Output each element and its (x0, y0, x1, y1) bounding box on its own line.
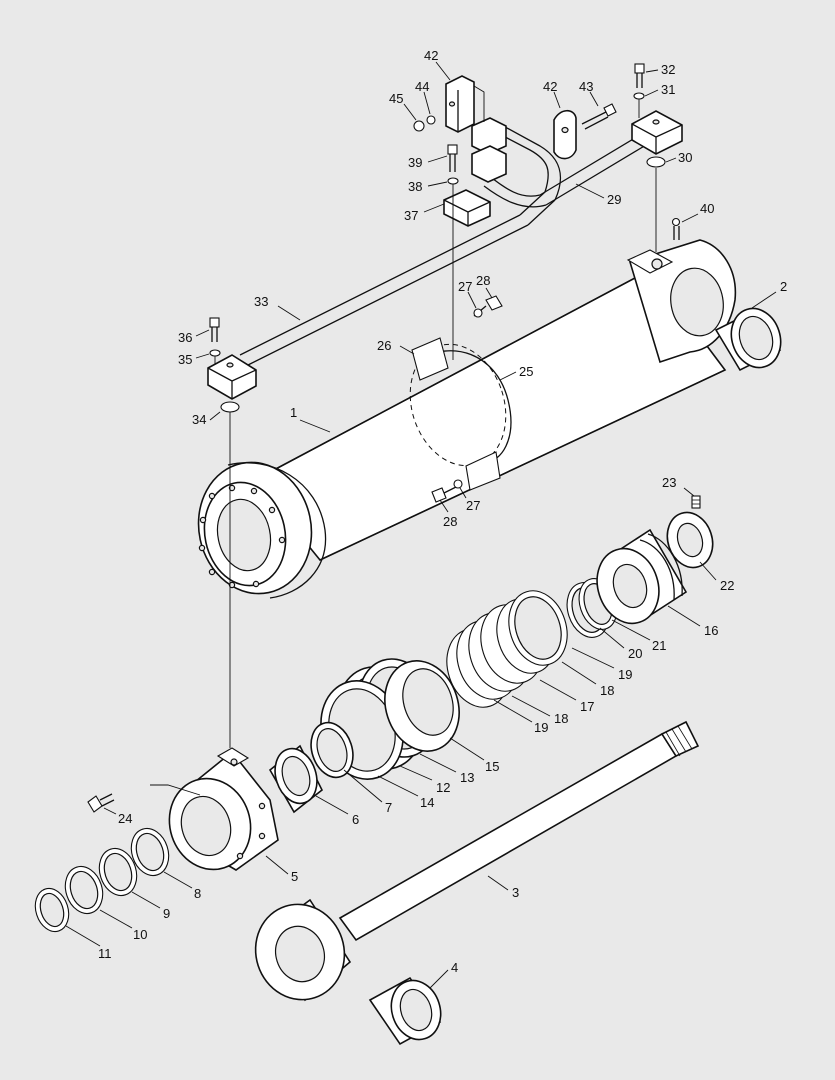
callout-16: 16 (704, 623, 718, 638)
bushing-4 (368, 976, 442, 1046)
bolt-39 (447, 144, 458, 172)
pipe-33 (239, 121, 562, 367)
callout-19-upper: 19 (618, 667, 632, 682)
callout-39: 39 (408, 155, 422, 170)
set-screw-23 (691, 495, 701, 509)
callout-26: 26 (377, 338, 391, 353)
flange-block-left (207, 354, 257, 400)
callout-13: 13 (460, 770, 474, 785)
callout-43: 43 (579, 79, 593, 94)
callout-32: 32 (661, 62, 675, 77)
washer-38 (447, 177, 459, 185)
piston-16 (596, 528, 688, 625)
callout-17: 17 (580, 699, 594, 714)
callout-42-left: 42 (424, 48, 438, 63)
callout-2: 2 (780, 279, 787, 294)
washer-35 (209, 349, 221, 357)
callout-36: 36 (178, 330, 192, 345)
alignment-lines (150, 85, 657, 796)
cylinder-head-5 (168, 747, 279, 871)
ring-7 (310, 721, 354, 779)
callout-44: 44 (415, 79, 429, 94)
callout-10: 10 (133, 927, 147, 942)
callout-22: 22 (720, 578, 734, 593)
washer-31 (633, 92, 645, 100)
band-clamp-25 (409, 337, 512, 491)
bolt-24 (87, 793, 115, 813)
bolt-28-bottom (431, 486, 457, 503)
callout-11: 11 (98, 946, 112, 961)
clamp-42-left (445, 75, 475, 133)
clamp-42-right (553, 109, 577, 160)
washer-44 (426, 115, 436, 125)
ring-15 (384, 660, 460, 752)
callout-33: 33 (254, 294, 268, 309)
callout-20: 20 (628, 646, 642, 661)
callout-7: 7 (385, 800, 392, 815)
cylinder-tube-1 (197, 239, 737, 599)
flange-block-right (631, 110, 683, 155)
callout-14: 14 (420, 795, 434, 810)
callout-34: 34 (192, 412, 206, 427)
callout-37: 37 (404, 208, 418, 223)
callout-24: 24 (118, 811, 132, 826)
callout-40: 40 (700, 201, 714, 216)
bolt-43 (581, 103, 617, 130)
callouts: 1 2 3 4 5 6 7 8 9 10 11 12 13 14 15 16 1 (65, 48, 787, 989)
callout-28-top: 28 (476, 273, 490, 288)
callout-19-lower: 19 (534, 720, 548, 735)
callout-8: 8 (194, 886, 201, 901)
nut-45 (413, 120, 425, 132)
callout-1: 1 (290, 405, 297, 420)
bolt-36 (209, 317, 220, 342)
bushing-2 (714, 307, 782, 372)
grease-nipple-40 (671, 217, 681, 240)
callout-6: 6 (352, 812, 359, 827)
nut-22 (666, 511, 714, 569)
washer-27-top (473, 308, 483, 318)
callout-27-top: 27 (458, 279, 472, 294)
o-ring-30 (646, 156, 666, 168)
callout-12: 12 (436, 780, 450, 795)
washer-27-bottom (453, 479, 463, 489)
callout-31: 31 (661, 82, 675, 97)
callout-42-right: 42 (543, 79, 557, 94)
callout-21: 21 (652, 638, 666, 653)
clamp-block-37 (443, 189, 491, 227)
callout-3: 3 (512, 885, 519, 900)
bushing-6 (268, 744, 324, 814)
o-ring-34 (220, 401, 240, 413)
callout-15: 15 (485, 759, 499, 774)
callout-28-bottom: 28 (443, 514, 457, 529)
callout-38: 38 (408, 179, 422, 194)
callout-35: 35 (178, 352, 192, 367)
callout-25: 25 (519, 364, 533, 379)
bolt-32 (634, 63, 645, 88)
callout-18-upper: 18 (600, 683, 614, 698)
callout-9: 9 (163, 906, 170, 921)
callout-27-bottom: 27 (466, 498, 480, 513)
piston-rod-3 (254, 720, 700, 1002)
callout-4: 4 (451, 960, 458, 975)
callout-30: 30 (678, 150, 692, 165)
callout-18-lower: 18 (554, 711, 568, 726)
pipe-29 (483, 134, 647, 208)
callout-5: 5 (291, 869, 298, 884)
callout-45: 45 (389, 91, 403, 106)
clamp-halves-tube (471, 117, 507, 183)
callout-23: 23 (662, 475, 676, 490)
wear-rings-17-19 (446, 590, 568, 708)
callout-29: 29 (607, 192, 621, 207)
